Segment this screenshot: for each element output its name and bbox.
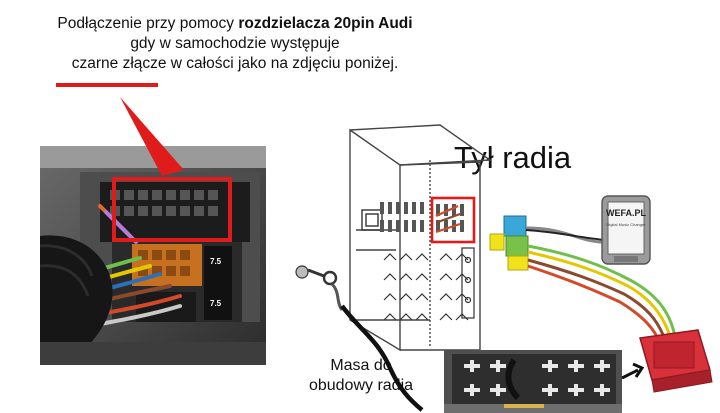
caption-line-2: gdy w samochodzie występuje	[130, 35, 340, 52]
device-brand-label: WEFA.PL	[606, 208, 647, 218]
pin-label-top: 7.5	[210, 257, 222, 266]
caption-line-3: czarne złącze w całości jako na zdjęciu …	[0, 54, 470, 74]
connector-closeup-illustration	[444, 350, 622, 413]
caption-line-1: Podłączenie przy pomocy rozdzielacza 20p…	[0, 14, 470, 34]
caption-text-rest: w całości jako na zdjęciu poniżej.	[166, 55, 399, 72]
ground-label: Masa do obudowy radia	[286, 356, 436, 396]
red-20pin-connector	[639, 329, 713, 393]
radio-rear-illustration: WEFA.PL Digital Music Changer	[295, 124, 713, 412]
connector-closeup-photo	[444, 350, 622, 413]
caption-text: Podłączenie przy pomocy	[57, 15, 239, 32]
ground-wire	[340, 304, 424, 412]
diagram-title: Tył radia	[454, 140, 572, 175]
ground-label-line-1: Masa do	[330, 357, 392, 374]
wefa-device: WEFA.PL Digital Music Changer	[601, 195, 651, 265]
car-connector-photo: 7.5 7.5	[40, 146, 266, 365]
ground-screw	[295, 265, 344, 311]
ground-label-line-2: obudowy radia	[308, 377, 414, 394]
pin-label-bottom: 7.5	[210, 299, 222, 308]
device-subtitle-label: Digital Music Changer	[606, 222, 646, 227]
radio-rear-diagram: WEFA.PL Digital Music Changer	[280, 120, 720, 413]
caption-bold-text: rozdzielacza 20pin Audi	[238, 15, 413, 32]
iso-plugs	[489, 215, 529, 271]
car-connector-illustration: 7.5 7.5	[40, 146, 266, 365]
caption-underlined-text: czarne złącze	[71, 55, 167, 72]
caption: Podłączenie przy pomocy rozdzielacza 20p…	[0, 14, 470, 74]
